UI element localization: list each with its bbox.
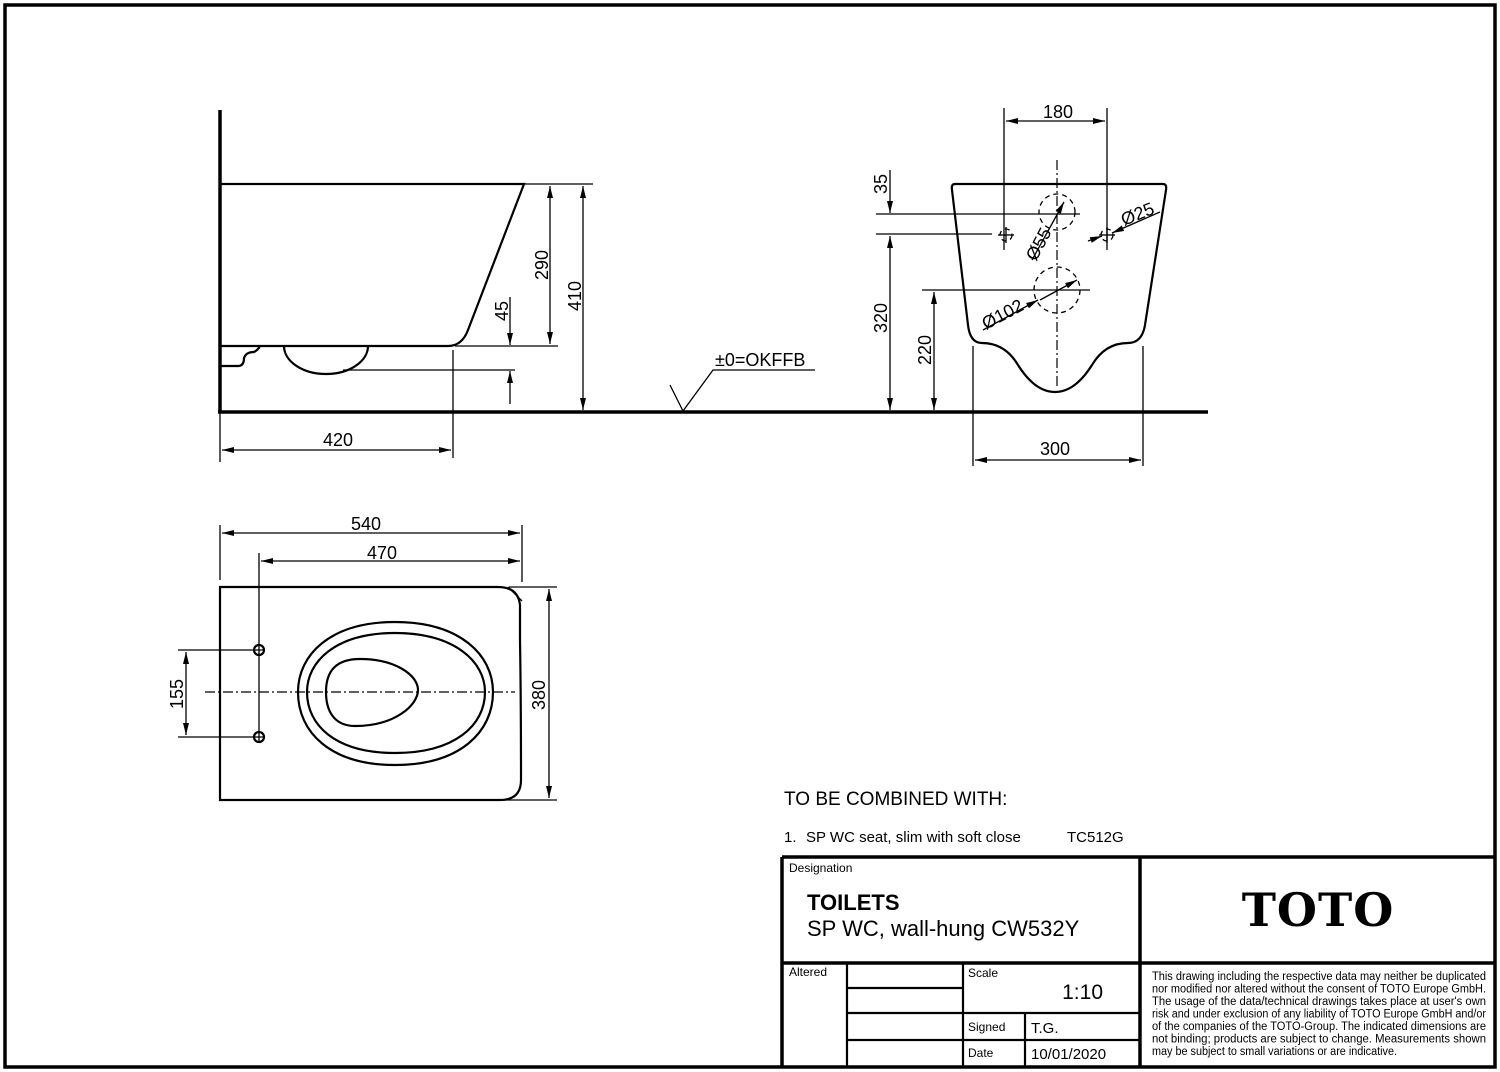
- date-label: Date: [968, 1046, 994, 1060]
- floor-reference-symbol: [669, 369, 815, 413]
- product-name: SP WC, wall-hung CW532Y: [807, 916, 1080, 941]
- combined-item: 1. SP WC seat, slim with soft close TC51…: [784, 829, 1124, 846]
- dim-155: 155: [167, 679, 187, 709]
- disclaimer: This drawing including the respective da…: [1152, 971, 1486, 1058]
- date-value: 10/01/2020: [1031, 1046, 1106, 1063]
- dia-102-label: Ø102: [978, 295, 1026, 333]
- inlet-hole: [1038, 193, 1076, 231]
- disclaimer-line: may be subject to small variations or ar…: [1152, 1046, 1397, 1058]
- dim-35: 35: [871, 174, 891, 194]
- disclaimer-line: The usage of the data/technical drawings…: [1152, 996, 1486, 1008]
- floor-reference-label: ±0=OKFFB: [715, 350, 805, 370]
- signed-value: T.G.: [1031, 1020, 1059, 1037]
- dim-380: 380: [529, 680, 549, 710]
- dim-180: 180: [1043, 102, 1073, 122]
- signed-label: Signed: [968, 1020, 1005, 1034]
- dim-410: 410: [565, 281, 585, 311]
- dim-540: 540: [351, 514, 381, 534]
- bowl-front-outline: [950, 182, 1168, 394]
- combined-heading: TO BE COMBINED WITH:: [784, 789, 1007, 810]
- item-number: 1.: [784, 829, 797, 846]
- altered-label: Altered: [789, 965, 827, 979]
- disclaimer-line: risk and under exclusion of any liabilit…: [1152, 1009, 1486, 1021]
- top-view: 540 470 155 380: [167, 514, 557, 802]
- dim-320: 320: [871, 303, 891, 333]
- dia-25-label: Ø25: [1118, 198, 1157, 229]
- item-description: SP WC seat, slim with soft close: [806, 829, 1021, 846]
- product-category: TOILETS: [807, 890, 900, 915]
- dim-290: 290: [532, 250, 552, 280]
- dia-55-label: Ø55: [1022, 224, 1056, 263]
- bowl-opening: [324, 657, 420, 728]
- disclaimer-line: not binding; products are subject to cha…: [1152, 1034, 1486, 1046]
- dim-470: 470: [367, 543, 397, 563]
- designation-label: Designation: [789, 861, 852, 875]
- seat-rim-inner: [305, 631, 487, 755]
- outlet-bump: [282, 345, 370, 376]
- page-border: [3, 3, 1497, 1069]
- scale-label: Scale: [968, 966, 998, 980]
- scale-value: 1:10: [1062, 981, 1103, 1004]
- dim-220: 220: [915, 335, 935, 365]
- disclaimer-line: nor modified nor altered without the con…: [1152, 984, 1486, 996]
- dim-420: 420: [323, 430, 353, 450]
- disclaimer-line: of the companies of the TOTO-Group. The …: [1152, 1021, 1486, 1033]
- disclaimer-line: This drawing including the respective da…: [1152, 971, 1486, 983]
- side-view: 290 410 45 420 ±0=OKFFB: [218, 110, 1208, 462]
- bowl-side-outline: [220, 182, 526, 348]
- bowl-top-outline: [218, 585, 523, 802]
- seat-rim-outer: [296, 620, 495, 767]
- dim-45: 45: [492, 301, 512, 321]
- front-view: 180 35 320 220 Ø55 Ø25 Ø102 300: [871, 102, 1168, 466]
- title-block: Designation TOILETS SP WC, wall-hung CW5…: [780, 855, 1495, 1067]
- dim-300: 300: [1040, 439, 1070, 459]
- rear-detail: [220, 345, 261, 368]
- toto-logo: TOTO: [1242, 883, 1395, 937]
- item-code: TC512G: [1067, 829, 1124, 846]
